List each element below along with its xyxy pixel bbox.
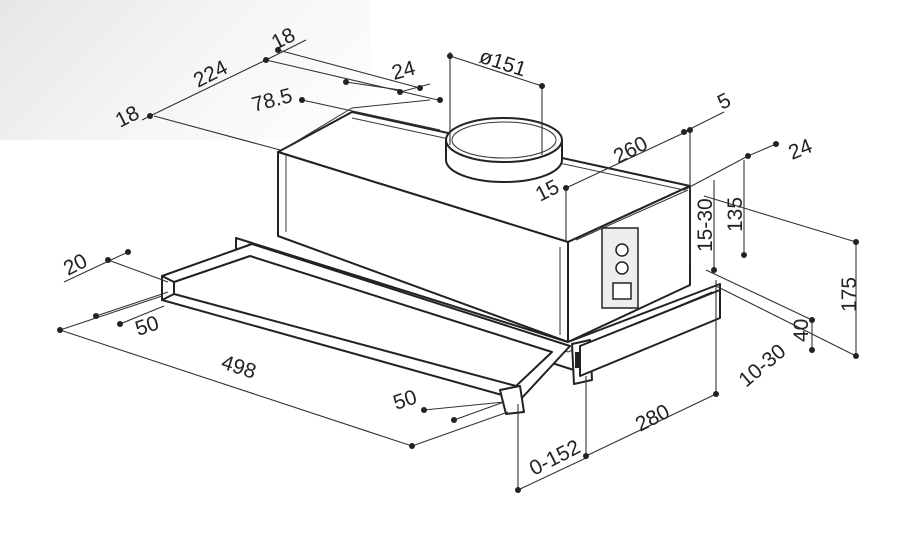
label-224: 224 bbox=[190, 56, 232, 93]
hood-bottom-strip bbox=[579, 289, 721, 377]
label-175: 175 bbox=[838, 277, 861, 312]
visor-handle bbox=[499, 385, 525, 415]
label-50-left: 50 bbox=[132, 312, 161, 341]
label-10-30: 10-30 bbox=[734, 340, 790, 392]
duct-collar bbox=[445, 117, 563, 183]
label-18-top: 18 bbox=[268, 23, 299, 54]
label-498: 498 bbox=[218, 351, 258, 384]
label-260: 260 bbox=[610, 132, 652, 168]
label-diameter-151: ø151 bbox=[476, 45, 529, 82]
dimension-endpoints bbox=[57, 47, 859, 493]
label-24-right: 24 bbox=[785, 134, 816, 164]
label-5: 5 bbox=[714, 89, 735, 115]
label-18-left: 18 bbox=[112, 101, 143, 132]
label-15-30: 15-30 bbox=[694, 198, 717, 252]
label-50-right: 50 bbox=[390, 386, 419, 415]
label-24-top: 24 bbox=[389, 56, 418, 84]
label-20: 20 bbox=[60, 249, 91, 280]
dimension-lines bbox=[59, 39, 857, 491]
label-0-152: 0-152 bbox=[526, 436, 584, 481]
label-135: 135 bbox=[724, 197, 747, 232]
label-40: 40 bbox=[790, 319, 813, 342]
label-78-5: 78.5 bbox=[249, 84, 294, 117]
